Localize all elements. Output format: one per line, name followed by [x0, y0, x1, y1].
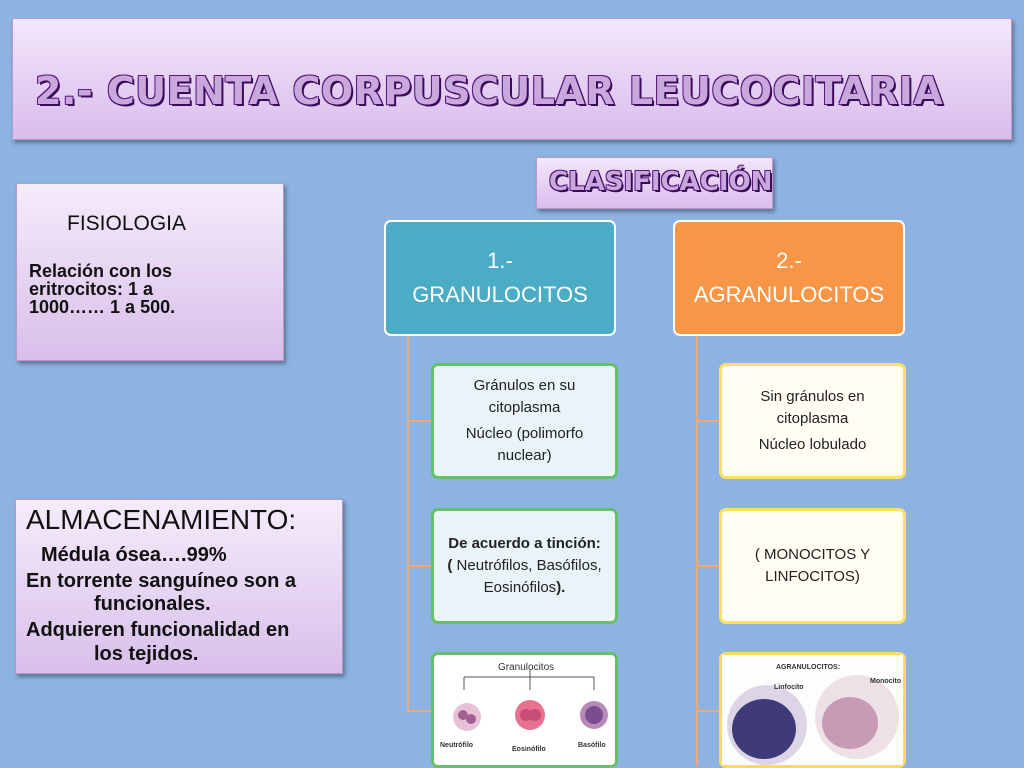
- clasificacion-label: CLASIFICACIÓN: [549, 167, 773, 197]
- tincion-open-paren: (: [447, 557, 453, 574]
- basofilo-label: Basófilo: [578, 742, 606, 749]
- title-banner: 2.- CUENTA CORPUSCULAR LEUCOCITARIA: [12, 18, 1012, 140]
- granulocitos-nucleus-text: Núcleo (polimorfo nuclear): [465, 425, 584, 464]
- granulocitos-header: 1.- GRANULOCITOS: [384, 220, 616, 336]
- tincion-label: De acuerdo a tinción:: [448, 535, 601, 552]
- fisiologia-title: FISIOLOGIA: [67, 212, 187, 235]
- neutrofilo-label: Neutrófilo: [440, 742, 474, 749]
- almacenamiento-box: ALMACENAMIENTO: Médula ósea….99% En torr…: [15, 499, 343, 674]
- granulocitos-tincion-box: De acuerdo a tinción: ( Neutrófilos, Bas…: [431, 508, 618, 624]
- granulocitos-branch: [407, 420, 431, 422]
- granulocitos-number: 1.-: [487, 248, 513, 273]
- granulocitos-image-title: Granulocitos: [498, 662, 555, 673]
- agranulocitos-types-box: ( MONOCITOS Y LINFOCITOS): [719, 508, 906, 624]
- eosinofilo-label: Eosinófilo: [512, 746, 546, 753]
- agranulocitos-title: AGRANULOCITOS: [693, 282, 885, 307]
- almacenamiento-line: En torrente sanguíneo son a: [26, 570, 297, 592]
- almacenamiento-line: los tejidos.: [94, 643, 199, 665]
- agranulocitos-granules-text: Sin gránulos en citoplasma: [760, 388, 865, 427]
- agranulocitos-number: 2.-: [776, 248, 802, 273]
- agranulocitos-nucleus-text: Núcleo lobulado: [758, 436, 867, 453]
- clasificacion-banner: CLASIFICACIÓN: [536, 157, 773, 209]
- granulocitos-image-box: Granulocitos Neutrófilo Eosinófilo Basóf…: [431, 652, 618, 768]
- granulocitos-illustration: [453, 669, 608, 731]
- agranulocitos-branch: [696, 710, 720, 712]
- granulocitos-title: GRANULOCITOS: [412, 282, 588, 307]
- agranulocitos-header: 2.- AGRANULOCITOS: [673, 220, 905, 336]
- agranulocitos-connector: [696, 336, 698, 766]
- almacenamiento-line: Adquieren funcionalidad en: [26, 619, 290, 641]
- agranulocitos-granules-box: Sin gránulos en citoplasma Núcleo lobula…: [719, 363, 906, 479]
- fisiologia-body: Relación con los eritrocitos: 1 a 1000………: [29, 261, 176, 317]
- agranulocitos-image-box: AGRANULOCITOS: Linfocito Monocito: [719, 652, 906, 768]
- linfocito-label: Linfocito: [774, 684, 804, 691]
- granulocitos-granules-box: Gránulos en su citoplasma Núcleo (polimo…: [431, 363, 618, 479]
- agranulocitos-illustration: [722, 655, 903, 765]
- granulocitos-granules-text: Gránulos en su citoplasma: [473, 377, 576, 416]
- almacenamiento-line: funcionales.: [94, 593, 211, 615]
- tincion-close-paren: ).: [556, 579, 566, 596]
- granulocitos-connector: [407, 336, 409, 712]
- granulocitos-branch: [407, 565, 431, 567]
- granulocitos-branch: [407, 710, 431, 712]
- agranulocitos-image-title: AGRANULOCITOS:: [776, 664, 841, 671]
- page-title: 2.- CUENTA CORPUSCULAR LEUCOCITARIA: [35, 69, 944, 113]
- monocito-label: Monocito: [870, 678, 902, 685]
- fisiologia-box: FISIOLOGIA Relación con los eritrocitos:…: [16, 183, 284, 361]
- agranulocitos-branch: [696, 420, 720, 422]
- almacenamiento-line: Médula ósea….99%: [41, 544, 227, 566]
- agranulocitos-branch: [696, 565, 720, 567]
- agranulocitos-types-text: ( MONOCITOS Y LINFOCITOS): [754, 546, 871, 585]
- tincion-types: Neutrófilos, Basófilos, Eosinófilos: [456, 557, 602, 596]
- almacenamiento-title: ALMACENAMIENTO:: [26, 504, 297, 535]
